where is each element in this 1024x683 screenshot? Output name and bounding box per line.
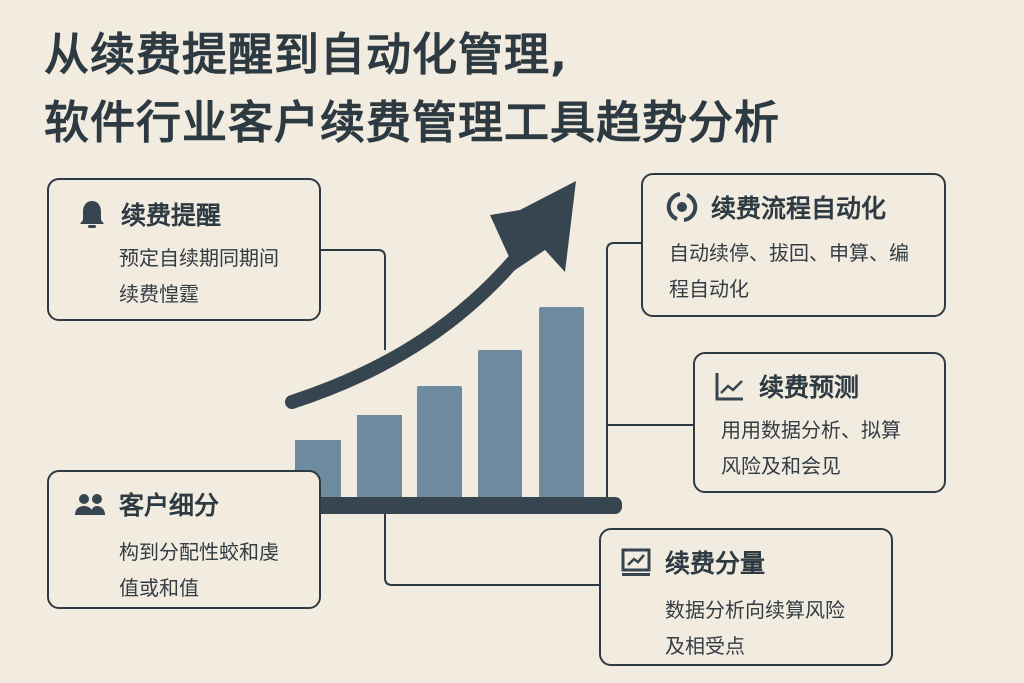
trend-arrow-shaft	[285, 228, 542, 409]
bar-3	[417, 386, 462, 500]
card-renewal-volume: 续费分量 数据分析向续算风险 及相受点	[599, 528, 893, 666]
refresh-cycle-icon	[666, 192, 698, 222]
card-title: 续费提醒	[121, 201, 222, 230]
card-title: 客户细分	[119, 491, 220, 520]
card-desc-line: 及相受点	[665, 634, 745, 658]
card-customer-segmentation: 客户细分 构到分配性蛟和虔 值或和值	[47, 470, 321, 609]
card-desc-line: 数据分析向续算风险	[665, 598, 845, 622]
users-icon	[75, 494, 105, 515]
card-desc-line: 风险及和会见	[721, 454, 841, 478]
title-line-2: 软件行业客户续费管理工具趋势分析	[44, 96, 781, 149]
monitor-chart-icon	[621, 548, 651, 576]
card-renewal-reminder: 续费提醒 预定自续期同期间 续费惶霆	[47, 178, 321, 321]
bar-4	[478, 350, 522, 500]
bar-2	[357, 415, 402, 500]
card-title: 续费分量	[665, 549, 766, 578]
card-desc-line: 程自动化	[669, 277, 749, 301]
card-desc-line: 预定自续期同期间	[119, 246, 279, 270]
card-renewal-automation: 续费流程自动化 自动续停、拔回、申算、编 程自动化	[641, 173, 946, 317]
connector-volume	[384, 510, 599, 586]
card-desc-line: 构到分配性蛟和虔	[119, 540, 279, 564]
trend-arrow-head	[490, 181, 576, 272]
bell-icon	[80, 201, 104, 228]
bar-5	[539, 307, 584, 500]
card-desc-line: 自动续停、拔回、申算、编	[669, 241, 909, 265]
card-title: 续费流程自动化	[711, 194, 887, 223]
card-renewal-forecast: 续费预测 用用数据分析、拟算 风险及和会见	[693, 352, 946, 493]
card-desc-line: 值或和值	[119, 576, 199, 600]
card-desc-line: 用用数据分析、拟算	[721, 418, 901, 442]
connector-automation	[606, 242, 641, 498]
card-desc-line: 续费惶霆	[119, 282, 199, 306]
card-title: 续费预测	[759, 373, 860, 402]
title-line-1: 从续费提醒到自动化管理,	[44, 28, 569, 81]
chart-baseline	[292, 497, 622, 514]
line-chart-icon	[715, 373, 743, 401]
connector-reminder	[320, 249, 386, 350]
